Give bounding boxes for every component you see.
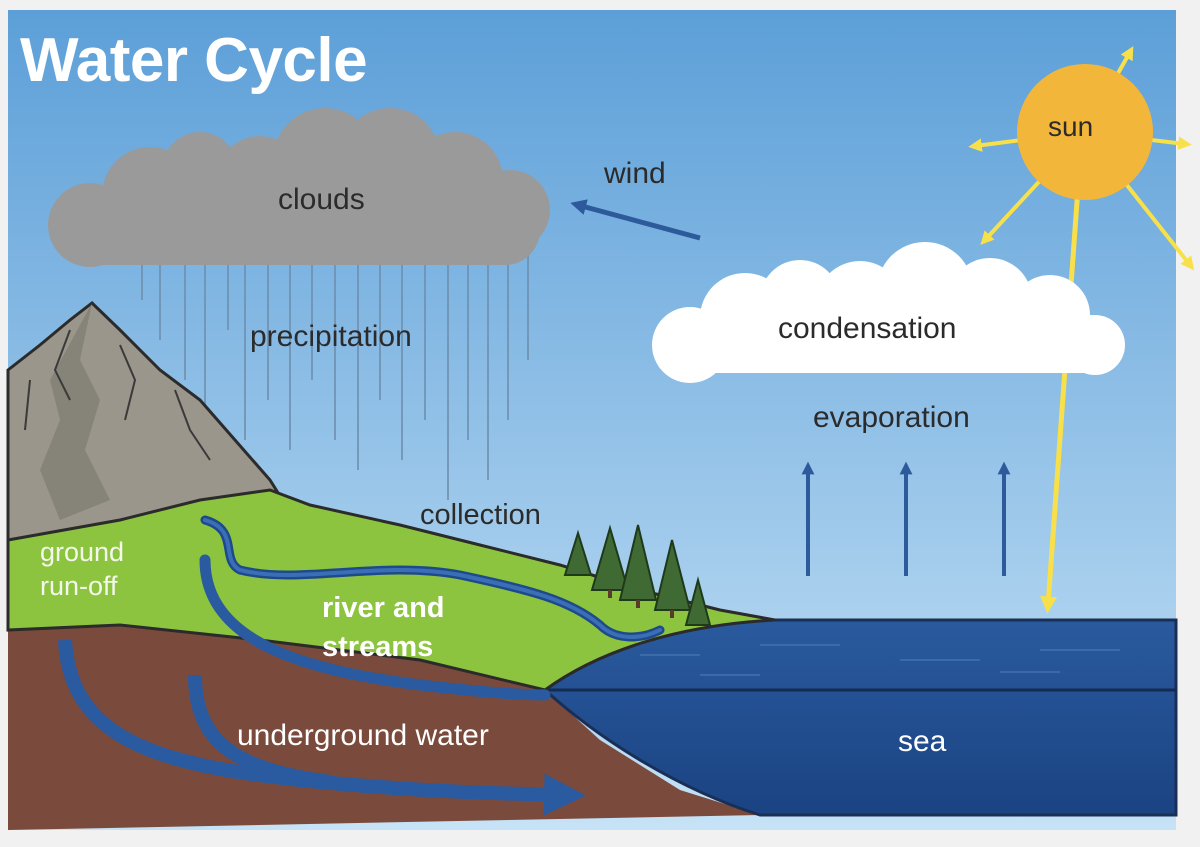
label-precipitation: precipitation xyxy=(250,320,412,353)
label-wind: wind xyxy=(604,157,666,190)
label-ground-runoff-line1: ground xyxy=(40,537,125,567)
label-collection: collection xyxy=(420,499,541,531)
label-condensation: condensation xyxy=(778,312,957,345)
rain-cloud xyxy=(48,108,550,267)
mountain-shading xyxy=(40,303,110,520)
label-river-line1: river and xyxy=(322,592,445,624)
mountain-crags xyxy=(24,329,211,461)
wind-arrow xyxy=(570,199,701,241)
label-sea: sea xyxy=(898,725,947,758)
label-underground-water: underground water xyxy=(237,719,489,752)
rain xyxy=(141,255,529,500)
river-highlight xyxy=(203,518,662,639)
sea-ripples xyxy=(640,644,1120,676)
sun xyxy=(1017,64,1153,200)
condensation-cloud xyxy=(652,242,1125,383)
underground-flow-2 xyxy=(188,674,331,789)
diagram-title: Water Cycle xyxy=(20,26,368,95)
label-river-and-streams: river and streams xyxy=(322,589,445,667)
label-ground-runoff-line2: run-off xyxy=(40,570,118,601)
label-river-line2: streams xyxy=(322,631,434,664)
tree-trunks xyxy=(608,590,674,618)
trees xyxy=(563,524,712,626)
label-clouds: clouds xyxy=(278,183,365,216)
label-evaporation: evaporation xyxy=(813,401,970,434)
evaporation-arrows xyxy=(801,461,1011,576)
label-ground-runoff: ground run-off xyxy=(40,536,124,604)
label-sun: sun xyxy=(1048,111,1094,142)
runoff-flow xyxy=(199,554,551,701)
